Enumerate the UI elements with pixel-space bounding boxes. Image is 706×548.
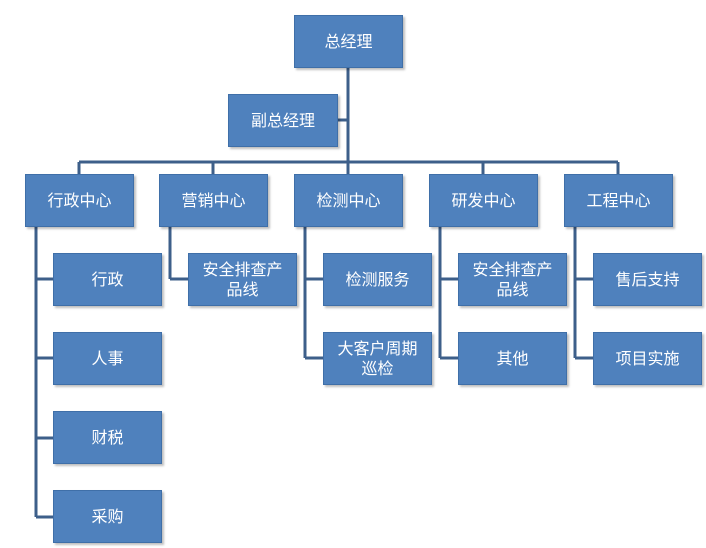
department-box-4: 研发中心 [429, 174, 538, 227]
department-label: 研发中心 [451, 190, 516, 210]
department-label: 检测中心 [316, 190, 381, 210]
sub-unit-label: 项目实施 [615, 348, 680, 368]
department-box-3: 检测中心 [294, 174, 403, 227]
sub-unit-box: 检测服务 [323, 253, 432, 306]
sub-unit-box: 大客户周期 巡检 [323, 332, 432, 385]
sub-unit-box: 采购 [53, 490, 162, 543]
sub-unit-label: 检测服务 [345, 269, 410, 289]
sub-unit-label: 售后支持 [615, 269, 680, 289]
sub-unit-label: 行政 [91, 269, 124, 289]
sub-unit-label: 采购 [91, 506, 124, 526]
sub-unit-box: 财税 [53, 411, 162, 464]
sub-unit-label: 安全排查产 品线 [472, 259, 553, 299]
sub-unit-box: 售后支持 [593, 253, 702, 306]
sub-unit-box: 人事 [53, 332, 162, 385]
sub-unit-label: 其他 [496, 348, 529, 368]
general-manager-box: 总经理 [294, 15, 403, 68]
sub-unit-box: 其他 [458, 332, 567, 385]
deputy-manager-label: 副总经理 [250, 110, 315, 130]
sub-unit-label: 大客户周期 巡检 [337, 338, 418, 378]
sub-unit-box: 安全排查产 品线 [458, 253, 567, 306]
department-label: 行政中心 [47, 190, 112, 210]
sub-unit-box: 行政 [53, 253, 162, 306]
general-manager-label: 总经理 [324, 31, 373, 51]
sub-unit-label: 财税 [91, 427, 124, 447]
sub-unit-label: 安全排查产 品线 [202, 259, 283, 299]
sub-unit-box: 安全排查产 品线 [188, 253, 297, 306]
department-box-1: 行政中心 [25, 174, 134, 227]
department-label: 营销中心 [181, 190, 246, 210]
sub-unit-box: 项目实施 [593, 332, 702, 385]
deputy-manager-box: 副总经理 [228, 94, 338, 147]
department-label: 工程中心 [586, 190, 651, 210]
department-box-5: 工程中心 [564, 174, 673, 227]
sub-unit-label: 人事 [91, 348, 124, 368]
department-box-2: 营销中心 [159, 174, 268, 227]
